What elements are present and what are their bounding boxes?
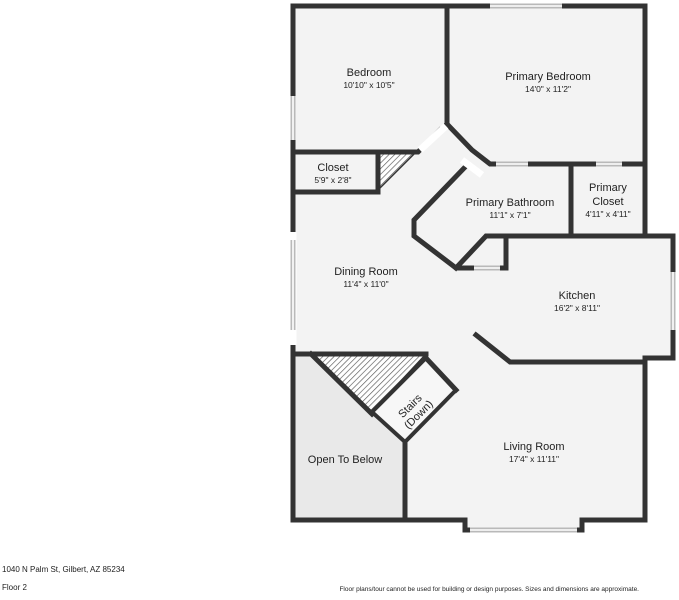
closet-name: Closet: [317, 162, 348, 174]
open-to-below-area: [293, 354, 405, 520]
open-to-below-name: Open To Below: [308, 454, 382, 466]
living-room-dims: 17'4" x 11'11": [509, 454, 559, 464]
living-room-name: Living Room: [503, 441, 564, 453]
primary-closet-name-1: Primary: [589, 182, 627, 194]
dining-room-name: Dining Room: [334, 266, 398, 278]
closet-dims: 5'9" x 2'8": [314, 175, 351, 185]
floor-label: Floor 2: [2, 583, 27, 592]
kitchen-name: Kitchen: [559, 290, 596, 302]
disclaimer-text: Floor plans/tour cannot be used for buil…: [339, 586, 639, 593]
primary-closet-name-2: Closet: [592, 196, 623, 208]
kitchen-dims: 16'2" x 8'11": [554, 303, 600, 313]
address-text: 1040 N Palm St, Gilbert, AZ 85234: [2, 565, 125, 574]
bedroom-dims: 10'10" x 10'5": [343, 80, 394, 90]
primary-bedroom-name: Primary Bedroom: [505, 71, 591, 83]
primary-bathroom-dims: 11'1" x 7'1": [489, 210, 530, 220]
primary-closet-dims: 4'11" x 4'11": [585, 209, 630, 219]
walls: [290, 3, 676, 533]
bedroom-name: Bedroom: [347, 67, 392, 79]
windows: [290, 3, 676, 533]
primary-bathroom-name: Primary Bathroom: [466, 197, 555, 209]
dining-room-dims: 11'4" x 11'0": [343, 279, 388, 289]
primary-bedroom-dims: 14'0" x 11'2": [525, 84, 571, 94]
